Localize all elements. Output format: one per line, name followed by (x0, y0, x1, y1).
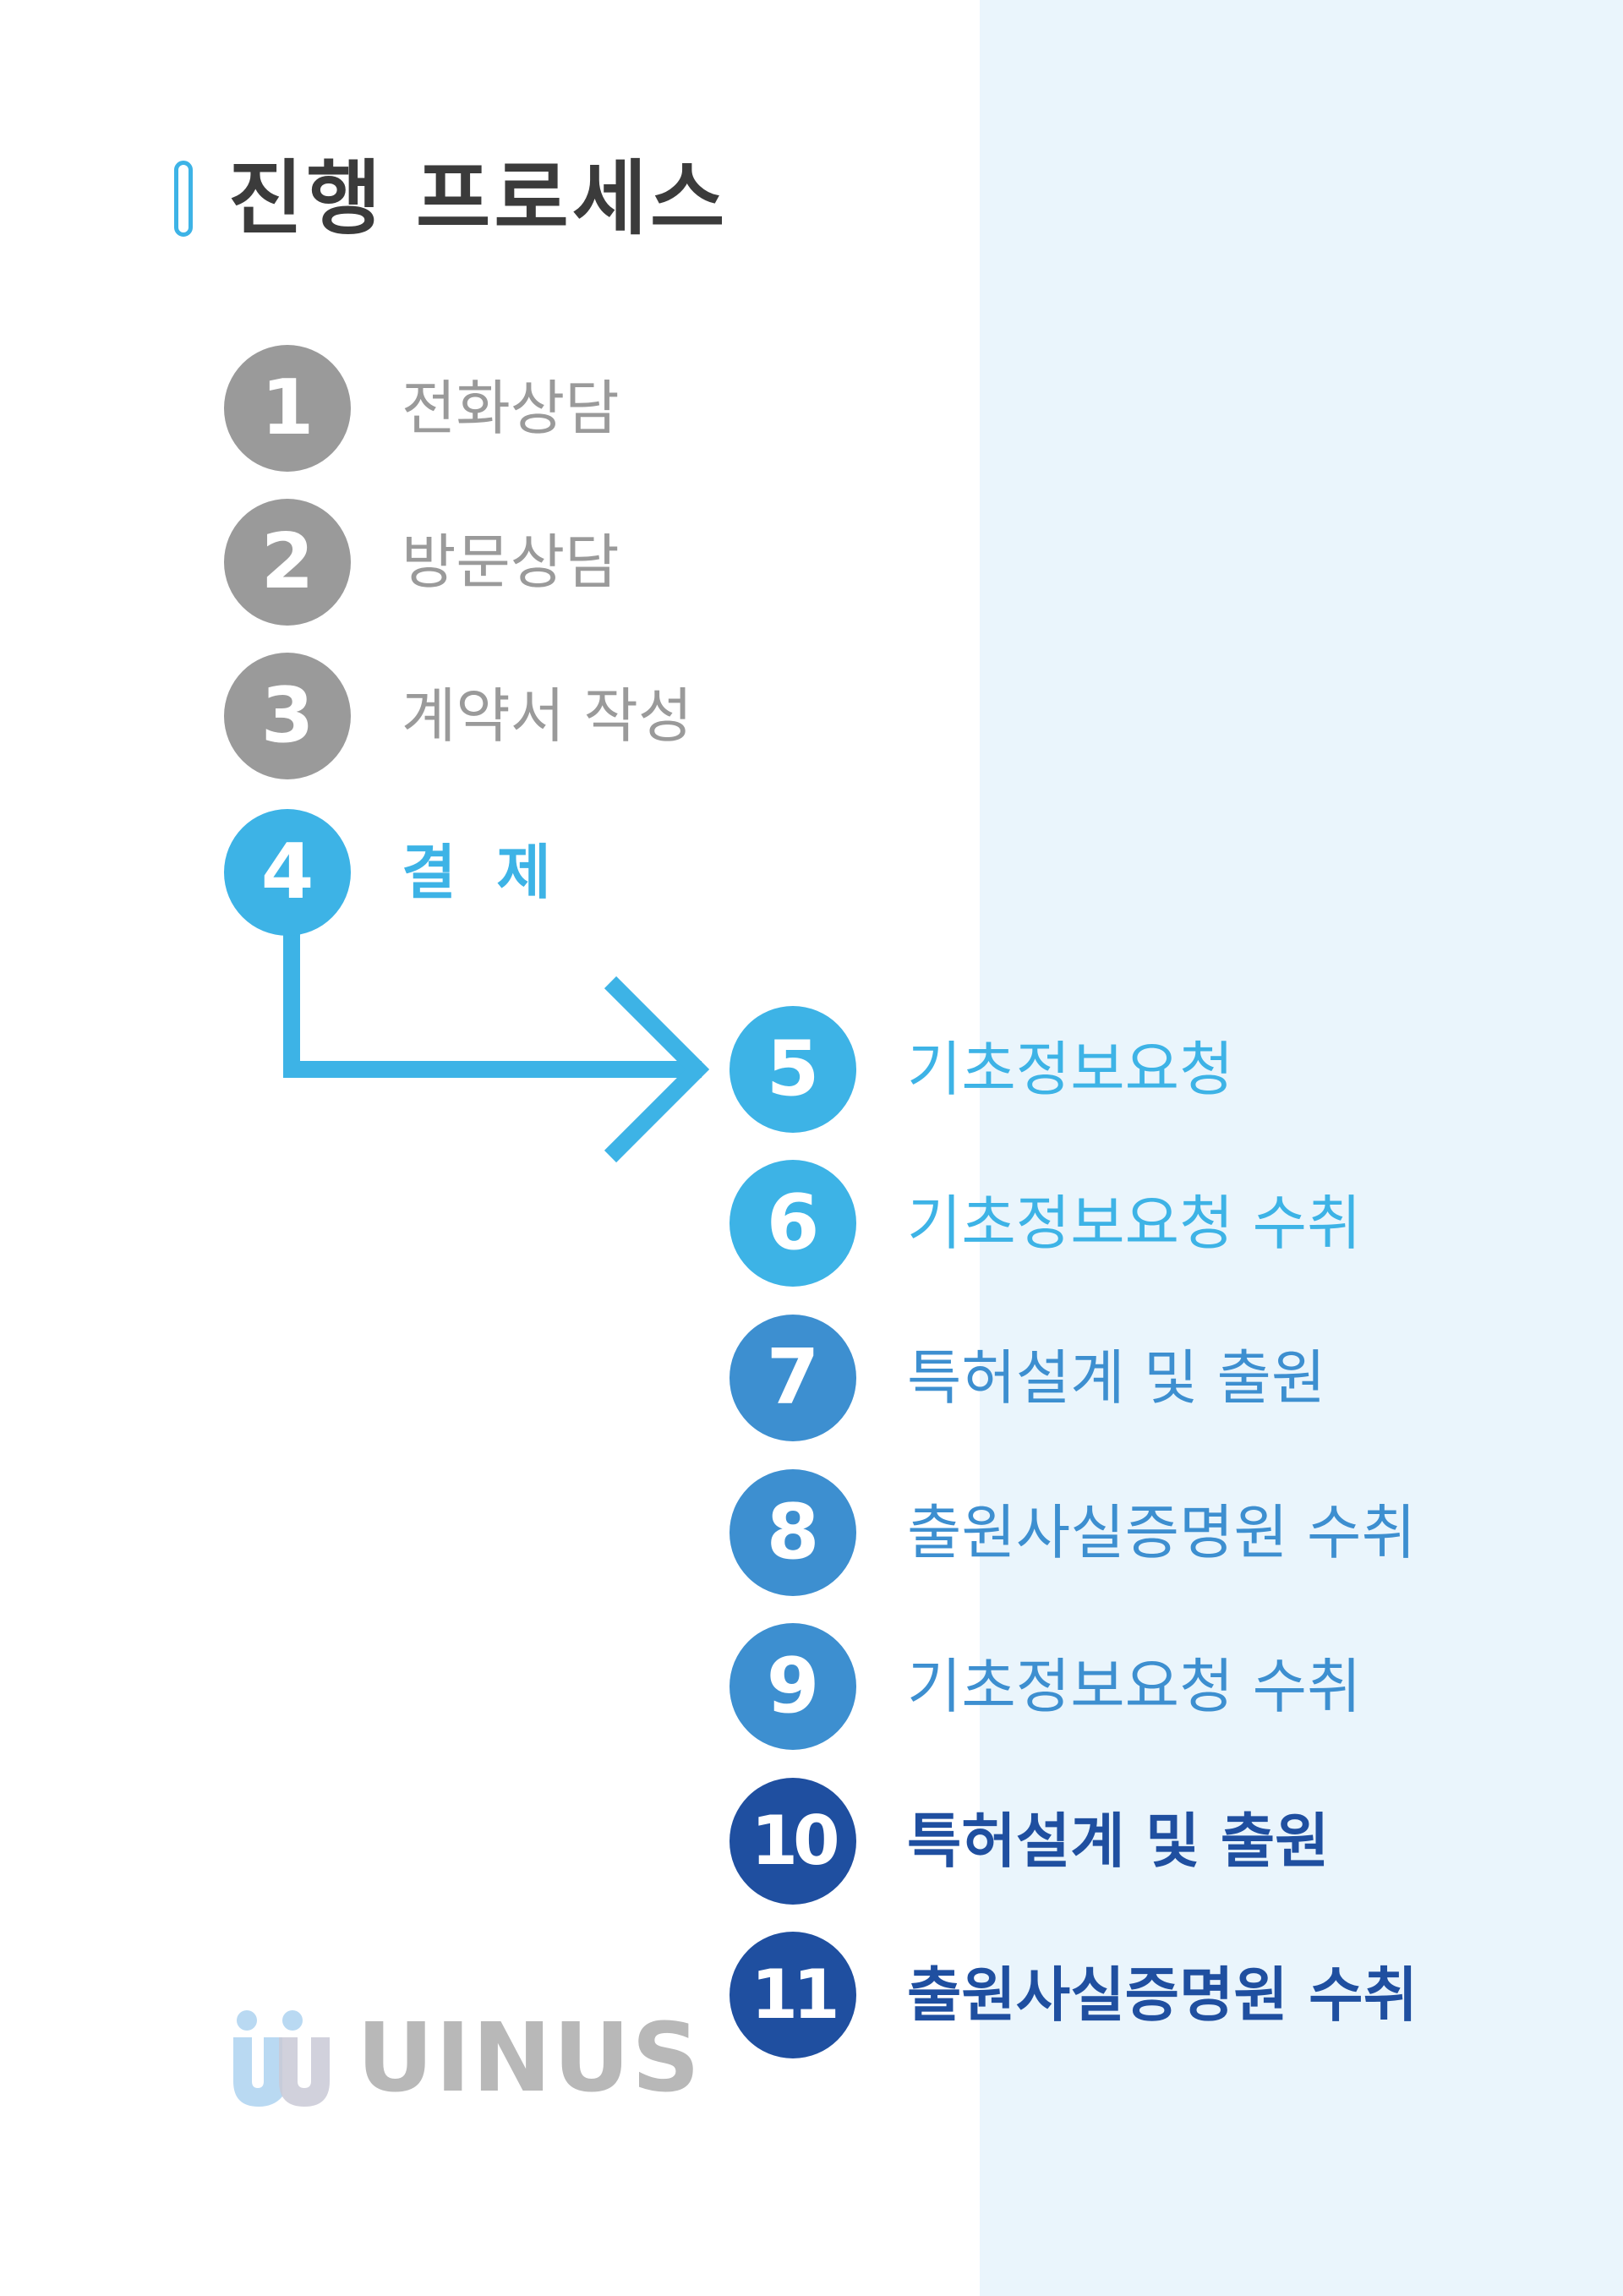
logo-mark-icon (233, 2010, 330, 2107)
step-number-circle: 8 (730, 1469, 856, 1596)
step-number-circle: 3 (224, 653, 351, 779)
step-label: 결제 (402, 838, 592, 907)
step-label: 계약서 작성 (402, 681, 693, 751)
step-label: 기초정보요청 수취 (907, 1652, 1362, 1721)
step-label: 출원사실증명원 수취 (907, 1960, 1418, 2030)
step-number-circle: 7 (730, 1315, 856, 1441)
step-number-circle: 6 (730, 1160, 856, 1287)
page-title: 진행 프로세스 (228, 151, 729, 246)
step-label: 출원사실증명원 수취 (907, 1498, 1416, 1567)
step-label: 전화상담 (402, 374, 620, 443)
arrow-connector-line (283, 879, 702, 1078)
title-accent-mark (174, 161, 193, 237)
step-number-circle: 5 (730, 1006, 856, 1133)
logo-text: UINUS (357, 2004, 702, 2113)
step-number-circle: 9 (730, 1623, 856, 1750)
right-background-panel (980, 0, 1623, 2296)
step-label: 방문상담 (402, 528, 620, 597)
step-label: 기초정보요청 (907, 1035, 1234, 1104)
step-number-circle: 4 (224, 809, 351, 936)
step-number-circle: 1 (224, 345, 351, 472)
step-label: 특허설계 및 출원 (907, 1343, 1326, 1413)
step-label: 특허설계 및 출원 (907, 1807, 1330, 1876)
step-number-circle: 10 (730, 1778, 856, 1905)
step-number-circle: 11 (730, 1932, 856, 2058)
step-number-circle: 2 (224, 499, 351, 626)
step-label: 기초정보요청 수취 (907, 1189, 1362, 1258)
uinus-logo: UINUS (230, 2004, 700, 2113)
arrow-head (604, 976, 710, 1163)
